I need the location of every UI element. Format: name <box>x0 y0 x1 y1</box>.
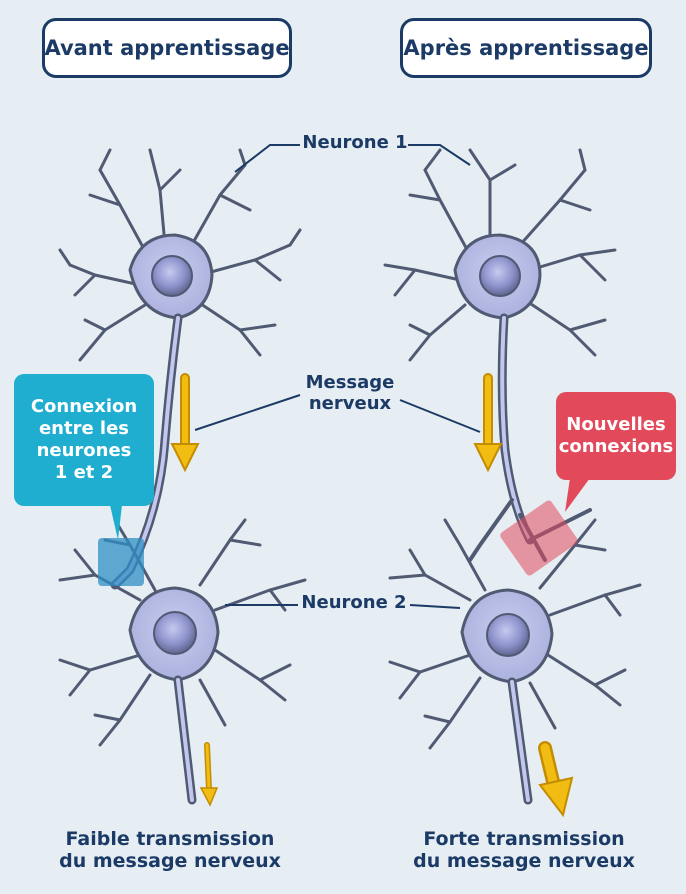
callout-nouvelles-line1: Nouvelles <box>566 414 665 436</box>
caption-faible-transmission: Faible transmission du message nerveux <box>40 828 300 873</box>
neuron1-right-nucleus <box>480 256 520 296</box>
label-message-line2: nerveux <box>298 393 402 414</box>
neuron1-left-nucleus <box>152 256 192 296</box>
header-avant-apprentissage: Avant apprentissage <box>42 18 292 78</box>
neuron2-right-nucleus <box>487 614 529 656</box>
caption-forte-transmission: Forte transmission du message nerveux <box>396 828 652 873</box>
callout-nouvelles-line2: connexions <box>559 436 674 458</box>
caption-left-line1: Faible transmission <box>40 828 300 850</box>
label-neurone-1: Neurone 1 <box>300 132 410 153</box>
callout-connexion-line1: Connexion <box>31 396 137 418</box>
callout-connexion-line4: 1 et 2 <box>55 462 113 484</box>
label-message-nerveux: Message nerveux <box>298 372 402 414</box>
callout-connexion: Connexion entre les neurones 1 et 2 <box>14 374 154 506</box>
caption-right-line2: du message nerveux <box>396 850 652 872</box>
connexion-highlight <box>98 538 144 586</box>
neuron2-left-nucleus <box>154 612 196 654</box>
callout-nouvelles-connexions: Nouvelles connexions <box>556 392 676 480</box>
caption-left-line2: du message nerveux <box>40 850 300 872</box>
callout-connexion-line3: neurones <box>37 440 132 462</box>
label-message-line1: Message <box>298 372 402 393</box>
header-apres-apprentissage: Après apprentissage <box>400 18 652 78</box>
label-neurone-2: Neurone 2 <box>296 592 412 613</box>
caption-right-line1: Forte transmission <box>396 828 652 850</box>
callout-connexion-line2: entre les <box>39 418 129 440</box>
